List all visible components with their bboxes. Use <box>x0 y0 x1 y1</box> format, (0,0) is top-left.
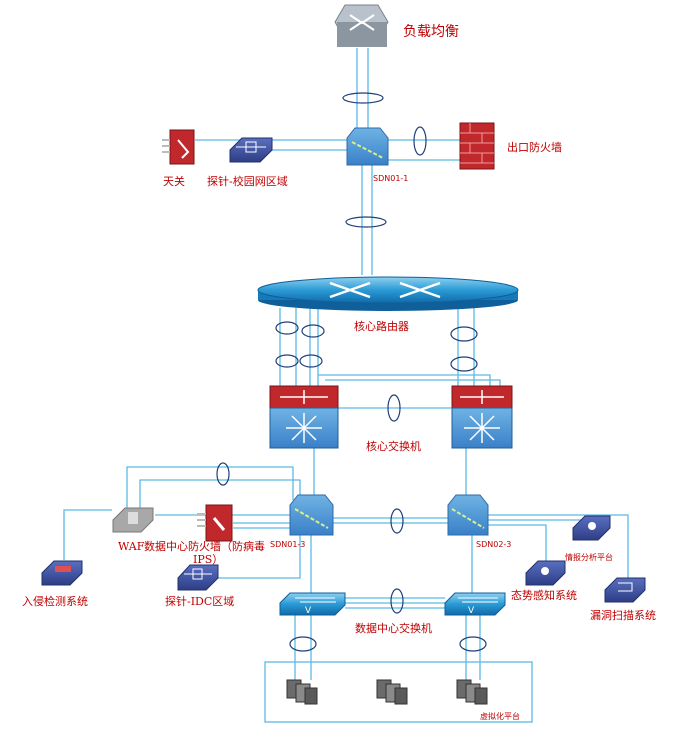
links <box>63 48 629 723</box>
situation-awareness-label: 态势感知系统 <box>511 588 577 602</box>
tianguan-firewall-icon[interactable] <box>162 129 195 165</box>
tianguan-label: 天关 <box>163 174 185 188</box>
firewall-icon[interactable] <box>459 122 495 170</box>
load-balancer-label: 负载均衡 <box>403 24 459 40</box>
svg-text:V: V <box>305 606 312 616</box>
svg-text:V: V <box>468 606 475 616</box>
ids-label: 入侵检测系统 <box>22 594 88 608</box>
core-router-icon[interactable] <box>257 276 519 311</box>
sdn01-3-label: SDN01-3 <box>270 540 305 549</box>
ids-icon[interactable] <box>41 560 83 586</box>
dc-switch-left-icon[interactable]: V <box>279 592 346 616</box>
intel-platform-label: 情报分析平台 <box>565 552 613 562</box>
core-switch-label: 核心交换机 <box>366 439 421 453</box>
sdn01-3-switch-icon[interactable] <box>289 494 334 536</box>
probe-icon[interactable] <box>229 137 273 163</box>
dc-switch-label: 数据中心交换机 <box>355 621 432 635</box>
sdn02-3-switch-icon[interactable] <box>447 494 489 536</box>
probe-idc-label: 探针-IDC区域 <box>165 594 234 608</box>
core-router-label: 核心路由器 <box>354 319 409 333</box>
core-switch-left-icon[interactable] <box>269 385 339 449</box>
link-aggregation-marks <box>216 92 487 652</box>
waf-icon[interactable] <box>112 507 154 533</box>
dc-firewall-label: 数据中心防火墙（防病毒 <box>144 539 265 553</box>
waf-label: WAF <box>118 540 145 553</box>
server-icon[interactable] <box>376 679 408 705</box>
vuln-scan-icon[interactable] <box>604 577 646 603</box>
probe-idc-icon[interactable] <box>177 564 219 591</box>
dc-firewall-label-line2: IPS） <box>193 553 223 566</box>
virtualization-label: 虚拟化平台 <box>480 711 520 721</box>
server-icon[interactable] <box>456 679 488 705</box>
sdn02-3-label: SDN02-3 <box>476 540 511 549</box>
load-balancer-icon[interactable] <box>334 4 389 47</box>
sdn-switch-icon[interactable] <box>346 127 389 166</box>
exit-firewall-label: 出口防火墙 <box>507 140 562 154</box>
vuln-scan-label: 漏洞扫描系统 <box>590 608 656 622</box>
dc-firewall-icon[interactable] <box>197 504 233 542</box>
situation-awareness-icon[interactable] <box>525 560 566 586</box>
core-switch-right-icon[interactable] <box>451 385 513 449</box>
server-icon[interactable] <box>286 679 318 705</box>
dc-switch-right-icon[interactable]: V <box>444 592 506 616</box>
probe-campus-label: 探针-校园网区域 <box>207 174 288 188</box>
sdn01-1-label: SDN01-1 <box>373 174 408 183</box>
intel-platform-icon[interactable] <box>572 515 611 541</box>
